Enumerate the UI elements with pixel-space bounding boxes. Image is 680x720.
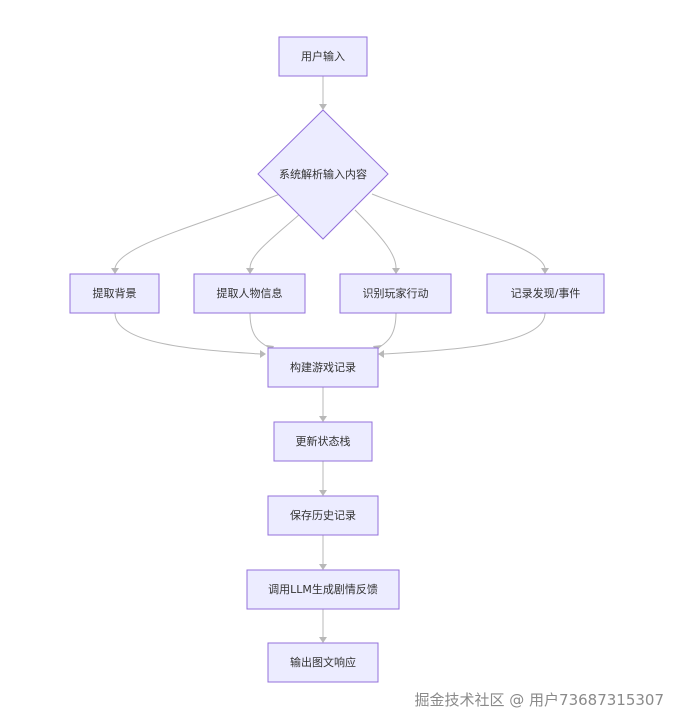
edge-parse-identify-action: [354, 209, 397, 269]
arrowhead: [541, 268, 549, 274]
edge-extract-char-build: [249, 312, 271, 349]
node-label: 保存历史记录: [290, 508, 356, 522]
arrowhead: [246, 268, 254, 274]
node-identify-action: 识别玩家行动: [339, 273, 452, 314]
watermark: 掘金技术社区 @ 用户7368731530​7: [414, 691, 664, 709]
node-extract-character: 提取人物信息: [193, 273, 306, 314]
node-label: 系统解析输入内容: [279, 167, 367, 181]
edge-parse-record-event: [371, 193, 546, 269]
node-update-stack: 更新状态栈: [273, 421, 373, 462]
arrowhead: [111, 268, 119, 274]
arrowhead: [319, 104, 327, 110]
arrowhead: [319, 637, 327, 643]
node-label: 输出图文响应: [290, 655, 356, 669]
edge-identify-action-build: [377, 312, 397, 349]
node-save-history: 保存历史记录: [267, 495, 379, 536]
node-user-input: 用户输入: [278, 36, 368, 77]
node-parse-input: 系统解析输入内容: [257, 109, 389, 240]
node-label: 识别玩家行动: [363, 286, 429, 300]
edge-extract-bg-build: [114, 312, 261, 355]
node-extract-background: 提取背景: [69, 273, 160, 314]
arrowhead: [392, 268, 400, 274]
node-build-record: 构建游戏记录: [267, 347, 379, 388]
edges: [111, 76, 549, 643]
edge-parse-extract-bg: [114, 193, 281, 269]
arrowhead: [319, 416, 327, 422]
node-label: 记录发现/事件: [511, 286, 581, 300]
arrowhead: [260, 350, 266, 358]
node-label: 调用LLM生成剧情反馈: [268, 582, 378, 596]
node-call-llm: 调用LLM生成剧情反馈: [246, 569, 400, 610]
arrowhead: [319, 564, 327, 570]
node-label: 用户输入: [301, 49, 345, 63]
edge-record-event-build: [383, 312, 546, 355]
node-record-event: 记录发现/事件: [486, 273, 605, 314]
node-label: 构建游戏记录: [290, 360, 356, 374]
arrowhead: [378, 350, 384, 358]
node-label: 提取背景: [93, 286, 137, 300]
node-label: 提取人物信息: [217, 286, 283, 300]
node-output-response: 输出图文响应: [267, 642, 379, 683]
node-label: 更新状态栈: [296, 434, 351, 448]
arrowhead: [319, 490, 327, 496]
edge-parse-extract-char: [249, 213, 301, 269]
